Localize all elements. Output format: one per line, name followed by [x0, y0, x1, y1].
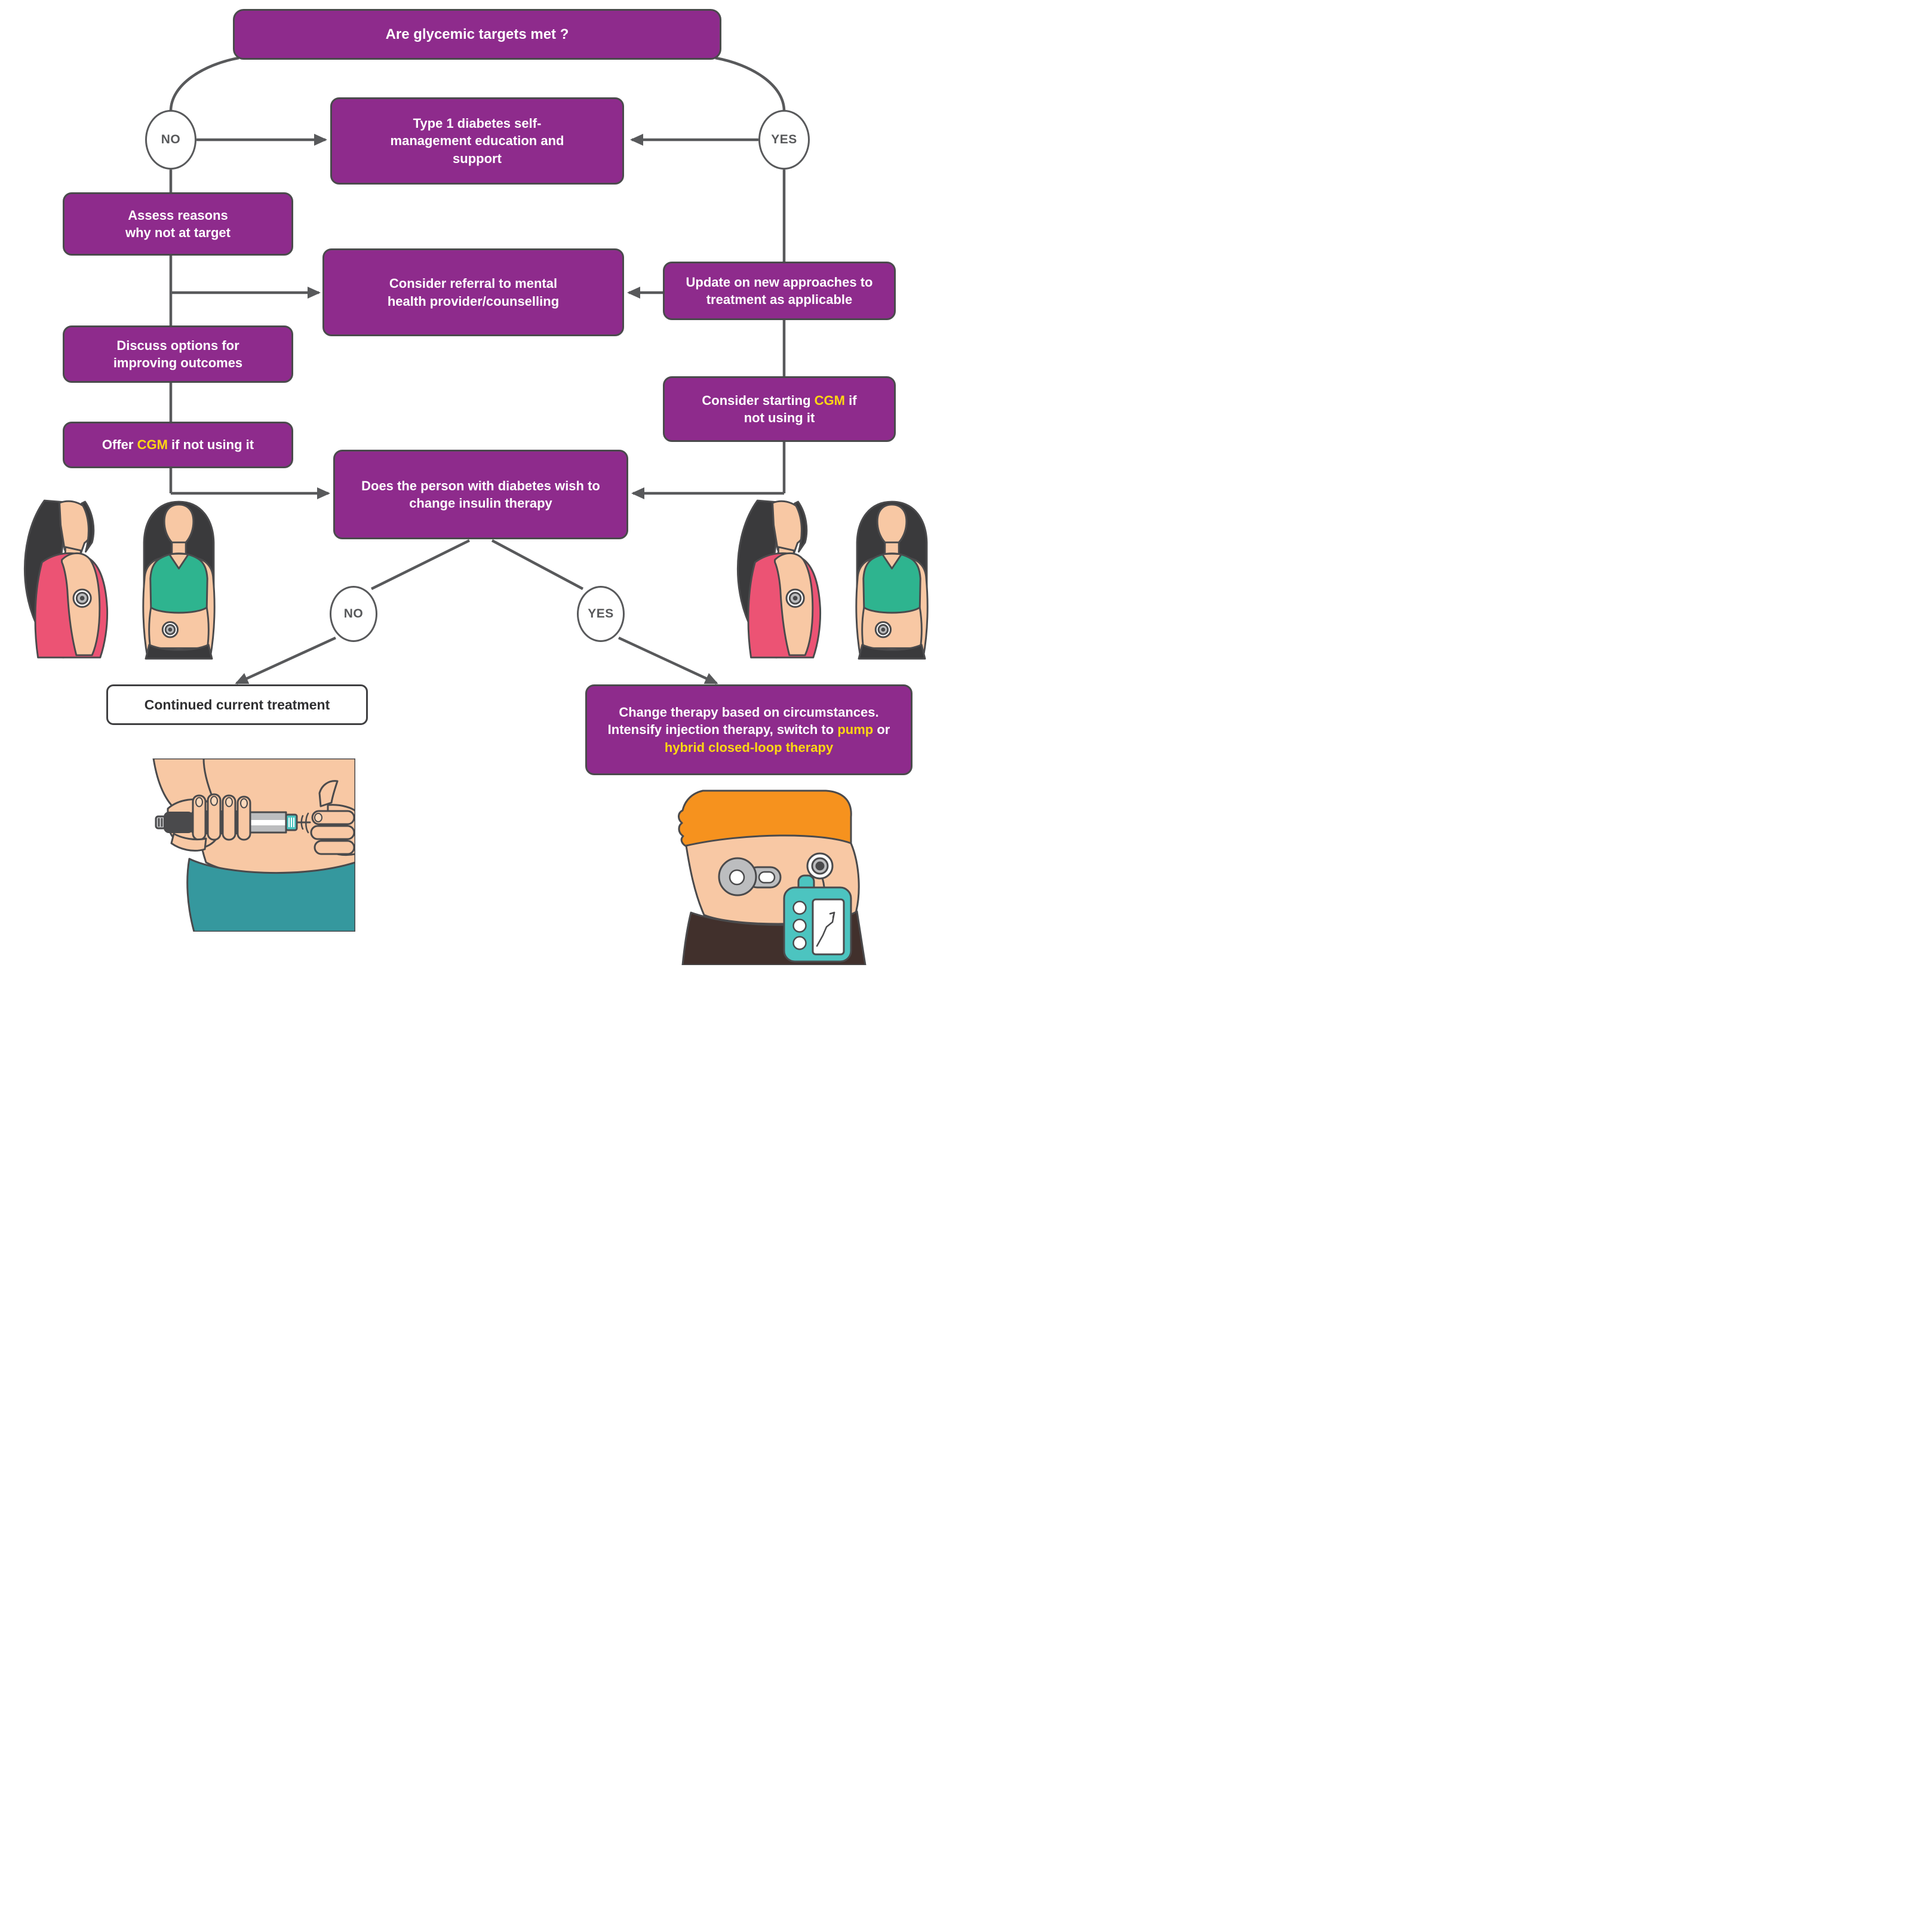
curve-to-yes-top — [715, 56, 786, 112]
decision-no-top: NO — [145, 110, 196, 170]
woman-arm-cgm-illustration-right — [720, 499, 831, 660]
node-offer-cgm-label: Offer CGM if not using it — [102, 437, 254, 453]
decision-yes-top: YES — [758, 110, 810, 170]
insulin-pump-illustration — [648, 786, 884, 965]
node-offer-cgm: Offer CGM if not using it — [63, 422, 293, 468]
node-discuss-options: Discuss options for improving outcomes — [63, 325, 293, 383]
node-assess-reasons: Assess reasons why not at target — [63, 192, 293, 256]
node-change-therapy-label: Change therapy based on circumstances. I… — [607, 705, 890, 755]
node-mental-health-referral-label: Consider referral to mental health provi… — [387, 276, 560, 309]
line-to-yes-bottom — [491, 539, 584, 590]
node-consider-starting-cgm-label: Consider starting CGM if not using it — [702, 392, 857, 425]
insulin-pen-injection-illustration — [122, 758, 355, 932]
node-change-insulin-question-label: Does the person with diabetes wish to ch… — [361, 478, 600, 511]
arrow-no-to-continued — [235, 636, 336, 685]
node-glycemic-question: Are glycemic targets met ? — [233, 9, 721, 60]
arrow-yes-to-change-therapy — [618, 636, 718, 685]
node-continued-treatment-label: Continued current treatment — [144, 696, 330, 712]
woman-abdomen-cgm-illustration-right — [837, 499, 947, 660]
decision-no-top-label: NO — [161, 133, 181, 146]
decision-yes-bottom: YES — [577, 586, 625, 642]
decision-no-bottom-label: NO — [343, 607, 364, 621]
node-education: Type 1 diabetes self-management educatio… — [330, 97, 624, 185]
node-continued-treatment: Continued current treatment — [106, 684, 368, 725]
node-consider-starting-cgm: Consider starting CGM if not using it — [663, 376, 896, 442]
woman-arm-cgm-illustration-left — [7, 499, 118, 660]
node-glycemic-question-label: Are glycemic targets met ? — [385, 26, 569, 42]
decision-no-bottom: NO — [330, 586, 377, 642]
line-to-no-bottom — [371, 539, 470, 591]
node-mental-health-referral: Consider referral to mental health provi… — [322, 248, 624, 336]
curve-to-no-top — [169, 56, 239, 112]
node-assess-reasons-label: Assess reasons why not at target — [125, 207, 231, 240]
node-change-therapy: Change therapy based on circumstances. I… — [585, 684, 912, 775]
woman-abdomen-cgm-illustration-left — [124, 499, 234, 660]
node-discuss-options-label: Discuss options for improving outcomes — [113, 337, 243, 370]
decision-yes-bottom-label: YES — [588, 607, 614, 621]
node-change-insulin-question: Does the person with diabetes wish to ch… — [333, 450, 628, 539]
node-education-label: Type 1 diabetes self-management educatio… — [390, 116, 564, 166]
decision-yes-top-label: YES — [771, 133, 797, 146]
node-update-approaches: Update on new approaches to treatment as… — [663, 262, 896, 320]
flowchart-canvas: Are glycemic targets met ? NO YES Type 1… — [0, 0, 954, 966]
node-update-approaches-label: Update on new approaches to treatment as… — [686, 274, 873, 307]
